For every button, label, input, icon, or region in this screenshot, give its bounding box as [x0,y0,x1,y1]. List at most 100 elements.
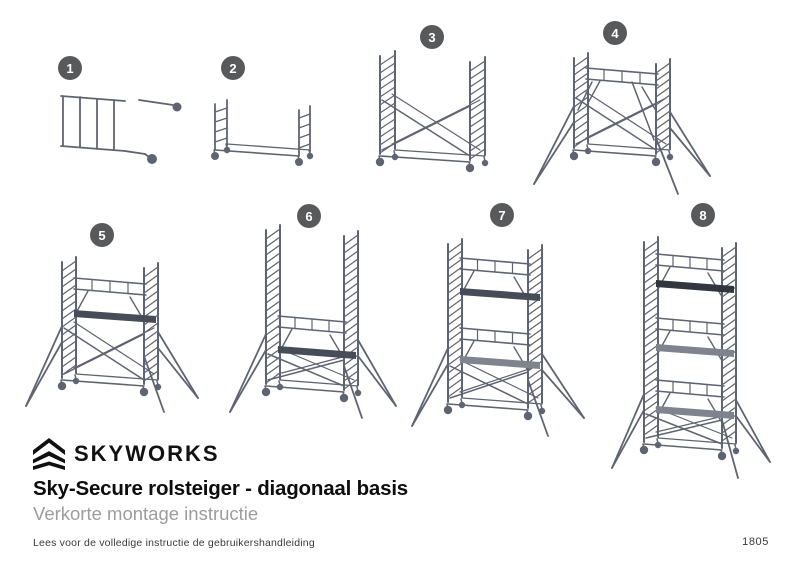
step-5-illustration [25,256,199,413]
ladder-column [643,236,659,443]
cross-brace [381,93,481,157]
caster-wheel [584,147,592,155]
guardrail [585,67,659,110]
platform [656,344,734,357]
caster-wheel [465,163,475,173]
caster-wheel [481,159,489,167]
step-1-illustration [60,95,182,164]
ladder-column [655,58,671,155]
platform [460,288,540,301]
stabilizer [343,365,363,419]
caster-wheel [72,377,80,385]
stabilizer [357,355,397,407]
caster-wheel [639,445,649,455]
caster-wheel [732,447,740,455]
step-7-illustration [411,238,585,437]
ladder-column [469,56,486,161]
stabilizer [655,137,679,195]
stabilizer [669,127,711,177]
caster-wheel [458,401,466,409]
stabilizer [735,415,771,463]
guardrail [459,257,531,300]
step-2-illustration [211,99,314,166]
step-6-badge: 6 [297,204,321,228]
caster-wheel [223,146,231,154]
end-frame-part [60,95,157,164]
ladder-column [265,224,281,385]
stabilizer [533,105,575,185]
caster-wheel [354,389,362,397]
caster-wheel [717,451,727,461]
platform [656,280,734,293]
stabilizer [25,325,63,407]
step-1-badge: 1 [58,56,82,80]
step-7-badge: 7 [490,203,514,227]
platform [74,310,156,323]
stabilizer [143,355,165,413]
ladder-column [527,244,543,409]
caster-wheel [666,153,674,161]
caster-wheel [339,393,349,403]
cross-brace [63,321,155,381]
caster-wheel [211,152,219,160]
caster-wheel [523,411,533,421]
step-8-badge: 8 [691,203,715,227]
caster-wheel [391,153,399,161]
brand-name: SKYWORKS [74,441,220,466]
stabilizer [527,379,549,437]
stabilizer [411,347,449,427]
step-6-illustration [229,224,397,419]
stabilizer [611,393,645,469]
caster-wheel [172,102,182,112]
stabilizer [611,409,645,469]
end-frame [214,99,228,151]
guardrail [459,327,531,370]
stabilizer [157,347,199,399]
ladder-column [447,238,463,403]
step-8-illustration [611,236,771,479]
caster-wheel [295,158,303,166]
page-title: Sky-Secure rolsteiger - diagonaal basis [33,477,409,500]
stabilizer [533,121,575,185]
caster-wheel [538,407,546,415]
step-2-badge: 2 [221,56,245,80]
ladder-column [61,256,77,379]
caster-wheel [654,441,662,449]
caster-wheel [276,383,284,391]
caster-wheel [651,157,661,167]
caster-wheel [375,157,385,167]
platform [656,406,734,419]
caster-wheel [57,381,67,391]
stabilizer [541,369,585,419]
ladder-column [379,50,396,155]
stabilizer [25,341,63,407]
caster-wheel [569,151,579,161]
ladder-column [343,230,359,391]
footer-note: Lees voor de volledige instructie de geb… [33,537,315,549]
platform [460,356,540,369]
stabilizer [541,353,585,419]
caster-wheel [139,387,149,397]
brace-part [138,99,182,112]
caster-wheel [306,152,314,160]
stabilizer [357,339,397,407]
stabilizer [157,331,199,399]
platform [278,346,356,359]
step-3-badge: 3 [420,25,444,49]
caster-wheel [261,387,271,397]
end-frame [298,105,311,157]
stabilizer [229,333,267,413]
stabilizer [411,363,449,427]
document-number: 1805 [742,536,769,548]
ladder-column [143,262,159,385]
step-3-illustration [375,50,489,173]
stabilizer [669,111,711,177]
skyworks-logo-icon [33,438,65,470]
caster-wheel [154,383,162,391]
stabilizer [721,419,739,479]
stabilizer [735,399,771,463]
caster-wheel [443,405,453,415]
step-4-badge: 4 [603,21,627,45]
step-5-badge: 5 [90,223,114,247]
